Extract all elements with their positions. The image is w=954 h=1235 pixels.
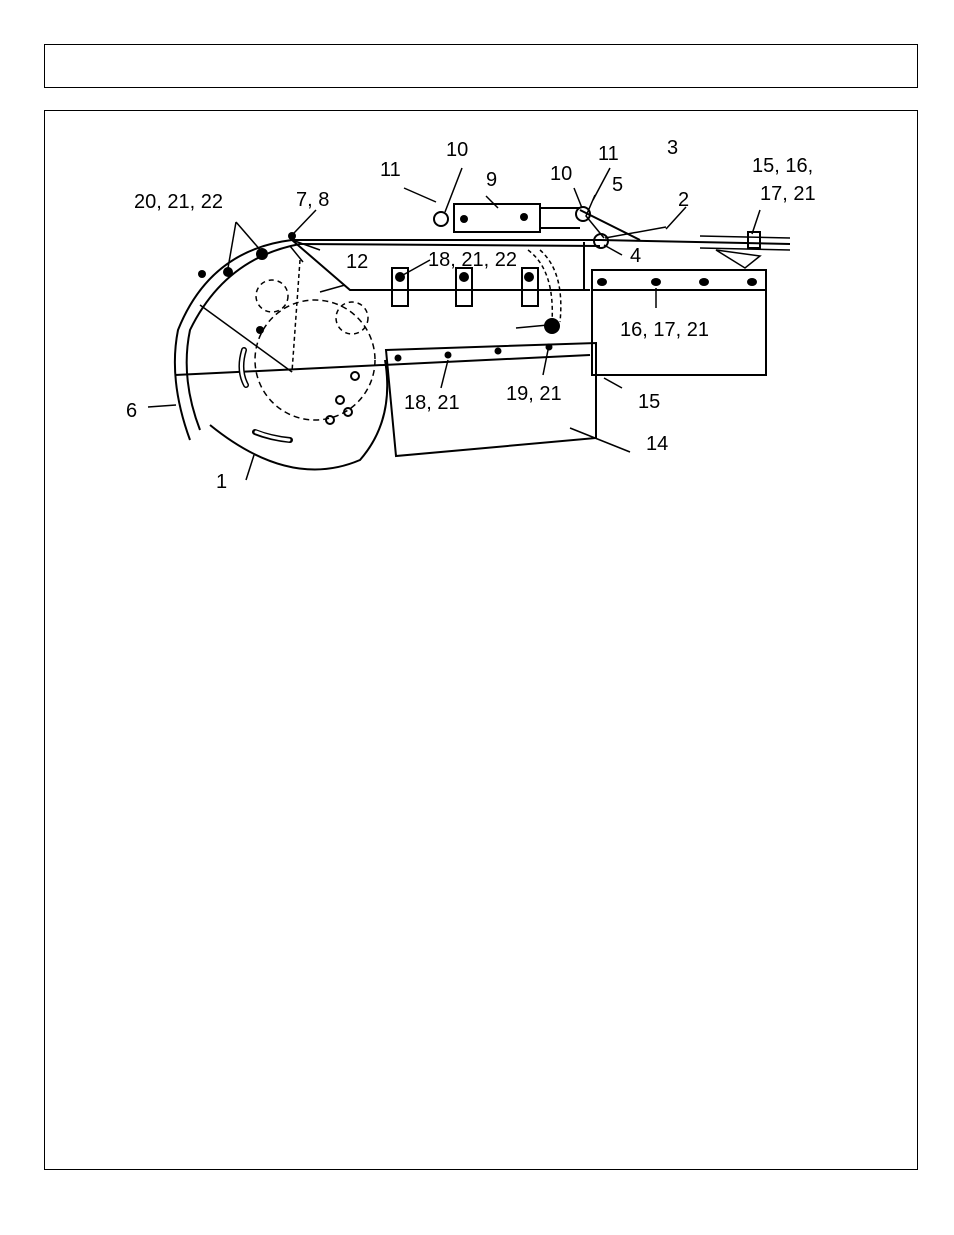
label-6: 6 bbox=[126, 400, 137, 422]
label-15-16-line2: 17, 21 bbox=[760, 183, 816, 205]
label-10-right: 10 bbox=[550, 163, 572, 185]
label-18-21: 18, 21 bbox=[404, 392, 460, 414]
label-10-left: 10 bbox=[446, 139, 468, 161]
fasteners bbox=[198, 213, 757, 362]
label-14: 14 bbox=[646, 433, 668, 455]
label-7-8: 7, 8 bbox=[296, 189, 329, 211]
header-frame bbox=[44, 44, 918, 88]
label-20-21-22: 20, 21, 22 bbox=[134, 191, 223, 213]
diagram-frame bbox=[44, 110, 918, 1170]
label-15: 15 bbox=[638, 391, 660, 413]
label-1: 1 bbox=[216, 471, 227, 493]
label-9: 9 bbox=[486, 169, 497, 191]
label-19-21: 19, 21 bbox=[506, 383, 562, 405]
label-18-21-22: 18, 21, 22 bbox=[428, 249, 517, 271]
leader-lines bbox=[147, 167, 761, 481]
label-5: 5 bbox=[612, 174, 623, 196]
label-15-16-line1: 15, 16, bbox=[752, 155, 813, 177]
machine-drawing bbox=[173, 203, 791, 471]
label-4: 4 bbox=[630, 245, 641, 267]
label-12: 12 bbox=[346, 251, 368, 273]
label-11-right: 11 bbox=[598, 143, 619, 165]
label-16-17-21: 16, 17, 21 bbox=[620, 319, 709, 341]
label-3: 3 bbox=[667, 137, 678, 159]
label-2: 2 bbox=[678, 189, 689, 211]
callout-labels: 1 2 3 4 5 6 7, 8 9 10 10 11 11 12 14 15 … bbox=[126, 137, 816, 493]
label-11-left: 11 bbox=[380, 159, 401, 181]
